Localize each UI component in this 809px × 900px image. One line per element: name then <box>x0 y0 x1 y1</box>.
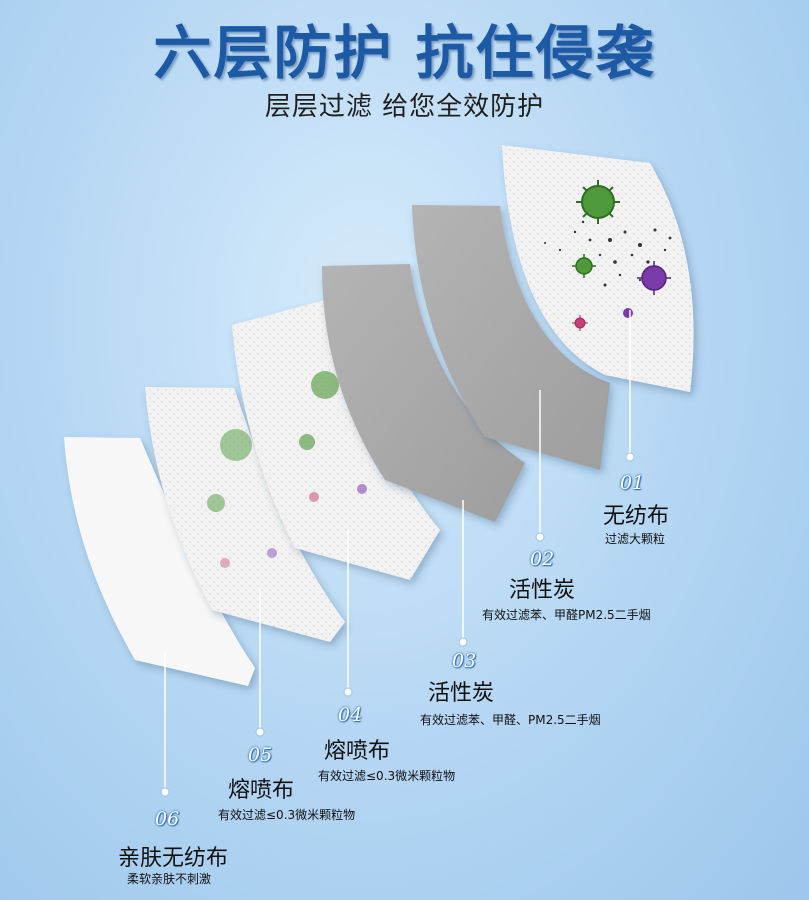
virus-icon <box>623 308 633 318</box>
virus-icon <box>357 484 367 494</box>
layer-01-name: 无纺布 <box>603 504 670 529</box>
leader-dots <box>160 452 635 797</box>
layer-03-desc: 有效过滤苯、甲醛、PM2.5二手烟 <box>420 713 601 727</box>
bacteria-icon <box>572 315 588 331</box>
layer-05-number: 05 <box>248 744 273 766</box>
layer-06-desc: 柔软亲肤不刺激 <box>127 872 212 886</box>
layer-04-desc: 有效过滤≤0.3微米颗粒物 <box>318 769 456 783</box>
layer-03-activated-carbon <box>322 264 525 522</box>
leader-lines <box>164 310 631 790</box>
layer-05-desc: 有效过滤≤0.3微米颗粒物 <box>218 808 356 822</box>
layer-05-name: 熔喷布 <box>228 778 295 803</box>
layer-02-activated-carbon <box>412 205 610 470</box>
bacteria-icon <box>220 558 230 568</box>
bacteria-icon <box>309 492 319 502</box>
layer-04-number: 04 <box>338 704 363 726</box>
layer-06-name: 亲肤无纺布 <box>118 846 229 871</box>
virus-icon <box>267 548 277 558</box>
layer-05-meltblown-fabric <box>145 387 345 642</box>
layer-03-name: 活性炭 <box>428 681 495 706</box>
virus-icon <box>572 254 596 278</box>
virus-icon <box>576 180 620 224</box>
layer-01-number: 01 <box>620 472 645 494</box>
virus-icon <box>207 494 225 512</box>
dust-particles-icon <box>544 220 672 287</box>
virus-icon <box>311 371 339 399</box>
virus-icon <box>299 434 315 450</box>
layer-01-nonwoven-fabric <box>502 145 694 392</box>
page-title: 六层防护 抗住侵袭 <box>153 19 656 87</box>
layer-04-meltblown-fabric <box>232 300 440 580</box>
layer-02-name: 活性炭 <box>509 578 576 603</box>
layer-02-desc: 有效过滤苯、甲醛PM2.5二手烟 <box>482 608 651 622</box>
layer-03-number: 03 <box>452 650 477 672</box>
virus-icon <box>637 261 671 295</box>
layer-01-desc: 过滤大颗粒 <box>605 532 666 546</box>
page-subtitle: 层层过滤 给您全效防护 <box>264 92 545 122</box>
layer-06-number: 06 <box>155 808 180 830</box>
layer-04-name: 熔喷布 <box>324 739 391 764</box>
layer-02-number: 02 <box>530 548 555 570</box>
layer-06-skin-friendly-fabric <box>64 437 255 686</box>
virus-icon <box>220 429 252 461</box>
